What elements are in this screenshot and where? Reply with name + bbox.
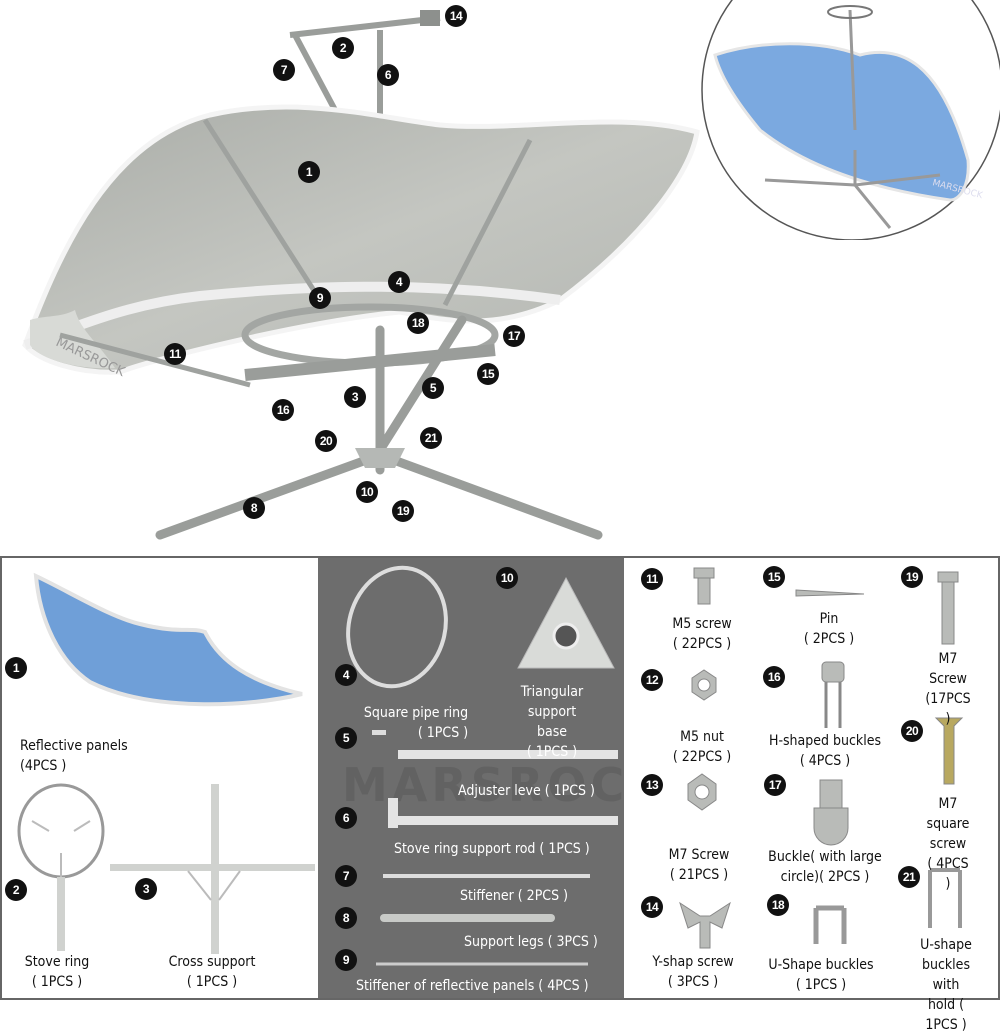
callout-6: 6 <box>377 64 399 86</box>
callout-15: 15 <box>477 363 499 385</box>
callout-5: 5 <box>422 377 444 399</box>
part-label-h-shaped-buckles: H-shaped buckles ( 4PCS ) <box>768 733 882 769</box>
callout-11: 11 <box>164 343 186 365</box>
part-marker-20: 20 <box>901 720 923 742</box>
part-label-cross-support: Cross support ( 1PCS ) <box>168 954 256 990</box>
part-label-y-shap-screw: Y-shap screw ( 3PCS ) <box>652 954 734 990</box>
part-marker-16: 16 <box>763 666 785 688</box>
callout-3: 3 <box>344 386 366 408</box>
part-label-stiffener: Stiffener ( 2PCS ) <box>460 888 569 904</box>
callout-20: 20 <box>315 430 337 452</box>
part-label-stove-ring-support-rod: Stove ring support rod ( 1PCS ) <box>394 841 590 857</box>
stove-ring-support <box>289 15 441 120</box>
part-label-m7-screw-17: M7 Screw (17PCS ) <box>925 651 971 727</box>
callout-9: 9 <box>309 287 331 309</box>
callout-8: 8 <box>243 497 265 519</box>
callout-4: 4 <box>388 271 410 293</box>
part-marker-6: 6 <box>335 807 357 829</box>
part-marker-18: 18 <box>767 894 789 916</box>
part-label-m7-screw-21: M7 Screw ( 21PCS ) <box>668 847 730 883</box>
part-marker-13: 13 <box>641 774 663 796</box>
assembled-solar-cooker-illustration: MARSROCK <box>22 10 700 540</box>
part-label-triangular-support-base: Triangular support base ( 1PCS ) <box>520 684 584 760</box>
part-label-square-pipe-ring: Square pipe ring ( 1PCS ) <box>363 705 469 741</box>
part-marker-9: 9 <box>335 949 357 971</box>
part-label-m5-nut: M5 nut ( 22PCS ) <box>672 729 732 765</box>
part-marker-11: 11 <box>641 568 663 590</box>
part-label-m5-screw: M5 screw ( 22PCS ) <box>672 616 732 652</box>
part-marker-1: 1 <box>5 657 27 679</box>
part-marker-10: 10 <box>496 567 518 589</box>
part-marker-17: 17 <box>764 774 786 796</box>
part-marker-8: 8 <box>335 907 357 929</box>
callout-21: 21 <box>420 427 442 449</box>
parts-list-panel: 1 Reflective panels (4PCS ) 2 Stove ring… <box>0 556 1000 1033</box>
parts-middle-panel: MARSROCK 4 10 5 6 7 8 9 Square pipe ring… <box>318 558 624 998</box>
hardware-images <box>679 567 964 949</box>
rods-image <box>372 730 618 966</box>
part-label-stove-ring: Stove ring ( 1PCS ) <box>24 954 90 990</box>
part-marker-15: 15 <box>763 566 785 588</box>
part-marker-12: 12 <box>641 669 663 691</box>
part-label-buckle-large-circle: Buckle( with large circle)( 2PCS ) <box>768 849 882 885</box>
part-marker-21: 21 <box>898 866 920 888</box>
part-marker-2: 2 <box>5 879 27 901</box>
callout-2: 2 <box>332 37 354 59</box>
callout-10: 10 <box>356 481 378 503</box>
callout-18: 18 <box>407 312 429 334</box>
part-label-u-shape-buckles-with-hold: U-shape buckles with hold ( 1PCS ) <box>920 937 972 1033</box>
part-marker-4: 4 <box>335 664 357 686</box>
triangular-base-image <box>517 576 615 669</box>
callout-16: 16 <box>272 399 294 421</box>
inset-front-view: MARSROCK <box>701 0 1000 240</box>
part-label-adjuster-lever: Adjuster leve ( 1PCS ) <box>458 783 595 799</box>
stove-ring-image <box>17 783 105 951</box>
reflective-panel-image <box>33 572 303 707</box>
part-label-support-legs: Support legs ( 3PCS ) <box>464 934 598 950</box>
part-label-pin: Pin ( 2PCS ) <box>803 611 855 647</box>
callout-14: 14 <box>445 5 467 27</box>
part-marker-3: 3 <box>135 878 157 900</box>
part-marker-7: 7 <box>335 865 357 887</box>
part-marker-14: 14 <box>641 896 663 918</box>
part-label-stiffener-reflective-panels: Stiffener of reflective panels ( 4PCS ) <box>356 978 589 994</box>
callout-19: 19 <box>392 500 414 522</box>
callout-1: 1 <box>298 161 320 183</box>
part-marker-19: 19 <box>901 566 923 588</box>
reflector-dish <box>22 104 700 375</box>
part-label-reflective-panels: Reflective panels (4PCS ) <box>20 738 128 774</box>
part-label-m7-square-screw: M7 square screw ( 4PCS ) <box>926 796 970 892</box>
part-marker-5: 5 <box>335 727 357 749</box>
callout-17: 17 <box>503 325 525 347</box>
cross-support-image <box>110 784 315 954</box>
square-pipe-ring-image <box>346 565 448 689</box>
callout-7: 7 <box>273 59 295 81</box>
part-label-u-shape-buckles: U-Shape buckles ( 1PCS ) <box>768 957 874 993</box>
